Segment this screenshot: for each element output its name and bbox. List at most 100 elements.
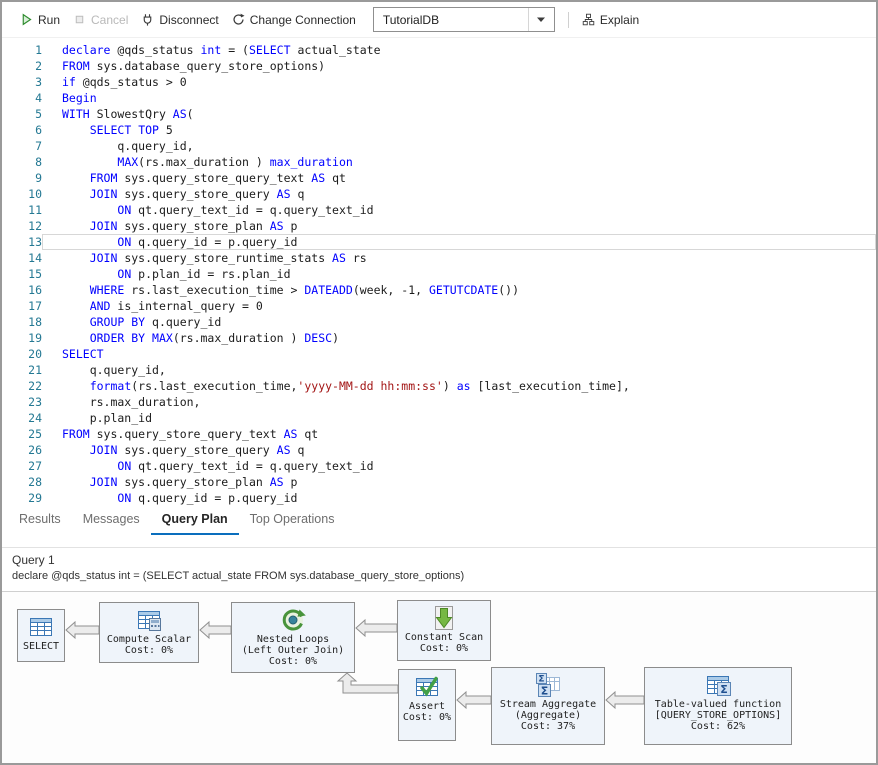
line-number[interactable]: 22 (28, 379, 42, 393)
change-connection-button[interactable]: Change Connection (232, 13, 356, 27)
code-line[interactable]: 8 MAX(rs.max_duration ) max_duration (2, 154, 876, 170)
code-line[interactable]: 19 ORDER BY MAX(rs.max_duration ) DESC) (2, 330, 876, 346)
line-number[interactable]: 8 (35, 155, 42, 169)
line-number[interactable]: 7 (35, 139, 42, 153)
tab-top-operations[interactable]: Top Operations (249, 512, 335, 526)
tab-messages[interactable]: Messages (82, 512, 140, 526)
code-line[interactable]: 22 format(rs.last_execution_time,'yyyy-M… (2, 378, 876, 394)
code-text: SELECT TOP 5 (89, 123, 173, 137)
run-label: Run (38, 12, 61, 27)
line-number[interactable]: 1 (35, 43, 42, 57)
line-number[interactable]: 13 (28, 235, 42, 249)
line-number[interactable]: 20 (28, 347, 42, 361)
line-number[interactable]: 24 (28, 411, 42, 425)
plan-arrow[interactable] (355, 618, 398, 638)
code-line[interactable]: 10 JOIN sys.query_store_query AS q (2, 186, 876, 202)
line-number[interactable]: 18 (28, 315, 42, 329)
code-line[interactable]: 13 ON q.query_id = p.query_id (2, 234, 876, 250)
code-line[interactable]: 17 AND is_internal_query = 0 (2, 298, 876, 314)
plan-node-label: Cost: 62% (690, 721, 746, 732)
line-number[interactable]: 15 (28, 267, 42, 281)
line-number[interactable]: 5 (35, 107, 42, 121)
code-line[interactable]: 23 rs.max_duration, (2, 394, 876, 410)
select-icon (28, 614, 54, 640)
line-number[interactable]: 16 (28, 283, 42, 297)
line-number[interactable]: 4 (35, 91, 42, 105)
code-line[interactable]: 21 q.query_id, (2, 362, 876, 378)
code-line[interactable]: 6 SELECT TOP 5 (2, 122, 876, 138)
code-text: JOIN sys.query_store_plan AS p (89, 219, 298, 233)
plan-node-select[interactable]: SELECT (17, 609, 65, 662)
disconnect-button[interactable]: Disconnect (141, 13, 219, 27)
line-number[interactable]: 6 (35, 123, 42, 137)
line-number[interactable]: 11 (28, 203, 42, 217)
line-number[interactable]: 17 (28, 299, 42, 313)
line-number[interactable]: 2 (35, 59, 42, 73)
database-dropdown[interactable]: TutorialDB (372, 7, 555, 32)
code-line[interactable]: 15 ON p.plan_id = rs.plan_id (2, 266, 876, 282)
line-number[interactable]: 3 (35, 75, 42, 89)
code-line[interactable]: 3 if @qds_status > 0 (2, 74, 876, 90)
line-number[interactable]: 27 (28, 459, 42, 473)
code-text: WHERE rs.last_execution_time > DATEADD(w… (89, 283, 520, 297)
line-number[interactable]: 28 (28, 475, 42, 489)
code-line[interactable]: 12 JOIN sys.query_store_plan AS p (2, 218, 876, 234)
code-line[interactable]: 14 JOIN sys.query_store_runtime_stats AS… (2, 250, 876, 266)
explain-button[interactable]: Explain (582, 13, 639, 27)
cancel-icon (73, 13, 86, 26)
code-text: FROM sys.database_query_store_options) (62, 59, 326, 73)
code-text: FROM sys.query_store_query_text AS qt (89, 171, 346, 185)
line-number[interactable]: 23 (28, 395, 42, 409)
cancel-button[interactable]: Cancel (73, 13, 128, 27)
code-line[interactable]: 2 FROM sys.database_query_store_options) (2, 58, 876, 74)
code-text: if @qds_status > 0 (62, 75, 187, 89)
code-line[interactable]: 18 GROUP BY q.query_id (2, 314, 876, 330)
code-line[interactable]: 27 ON qt.query_text_id = q.query_text_id (2, 458, 876, 474)
plan-arrow[interactable] (199, 620, 232, 640)
code-line[interactable]: 25 FROM sys.query_store_query_text AS qt (2, 426, 876, 442)
code-text: JOIN sys.query_store_query AS q (89, 187, 305, 201)
cancel-label: Cancel (91, 12, 129, 27)
code-line[interactable]: 24 p.plan_id (2, 410, 876, 426)
code-line[interactable]: 7 q.query_id, (2, 138, 876, 154)
plan-arrow[interactable] (336, 672, 399, 694)
plan-node-nested-loops[interactable]: Nested Loops(Left Outer Join)Cost: 0% (231, 602, 355, 673)
line-number[interactable]: 19 (28, 331, 42, 345)
code-text: FROM sys.query_store_query_text AS qt (62, 427, 319, 441)
code-line[interactable]: 28 JOIN sys.query_store_plan AS p (2, 474, 876, 490)
plan-arrow[interactable] (65, 620, 100, 640)
plan-arrow[interactable] (605, 690, 645, 710)
line-number[interactable]: 9 (35, 171, 42, 185)
plan-node-label: Constant Scan (404, 632, 484, 643)
line-number[interactable]: 21 (28, 363, 42, 377)
code-line[interactable]: 26 JOIN sys.query_store_query AS q (2, 442, 876, 458)
line-number[interactable]: 14 (28, 251, 42, 265)
code-line[interactable]: 9 FROM sys.query_store_query_text AS qt (2, 170, 876, 186)
code-line[interactable]: 11 ON qt.query_text_id = q.query_text_id (2, 202, 876, 218)
line-number[interactable]: 29 (28, 491, 42, 505)
compute-scalar-icon (136, 607, 162, 633)
line-number[interactable]: 10 (28, 187, 42, 201)
tab-query-plan[interactable]: Query Plan (150, 505, 239, 535)
tab-results[interactable]: Results (19, 512, 61, 526)
line-number[interactable]: 25 (28, 427, 42, 441)
line-number[interactable]: 26 (28, 443, 42, 457)
code-text: p.plan_id (62, 411, 153, 425)
plan-arrow[interactable] (456, 690, 492, 710)
code-line[interactable]: 16 WHERE rs.last_execution_time > DATEAD… (2, 282, 876, 298)
run-button[interactable]: Run (20, 13, 60, 27)
line-number[interactable]: 12 (28, 219, 42, 233)
code-line[interactable]: 29 ON q.query_id = p.query_id (2, 490, 876, 505)
